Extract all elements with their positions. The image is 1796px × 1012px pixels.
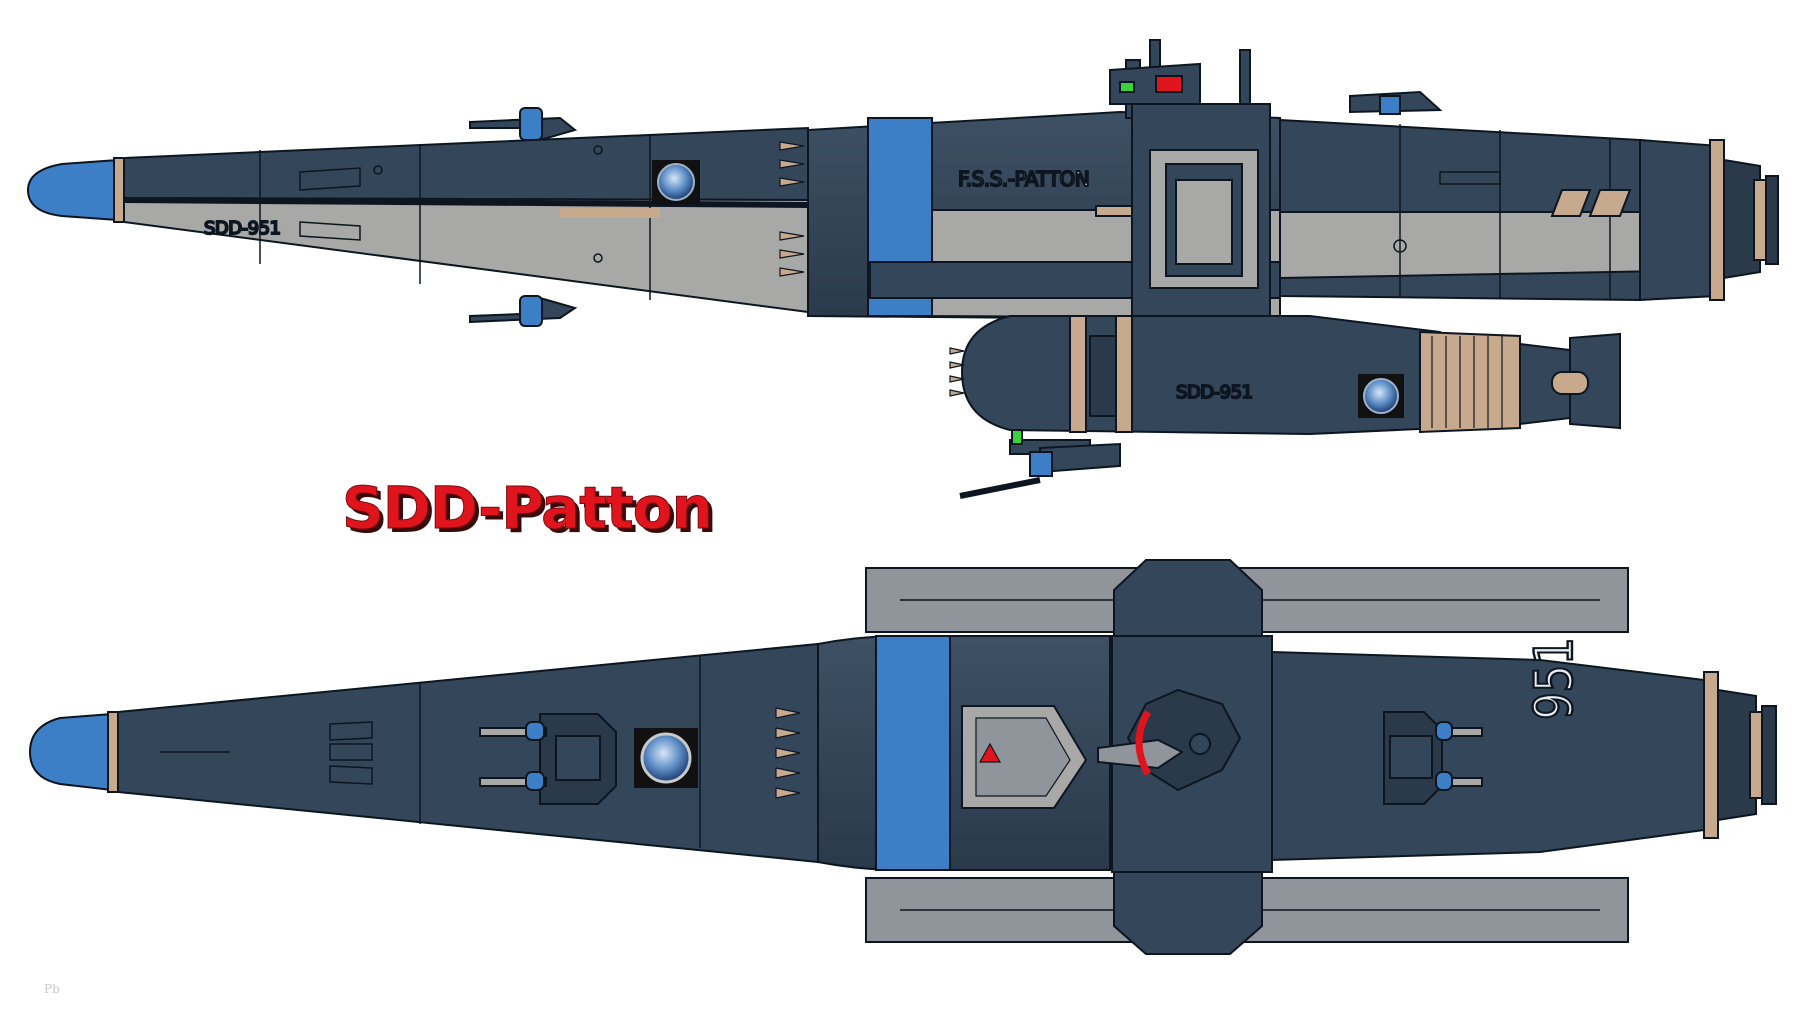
nose-band <box>113 157 125 223</box>
top-nose <box>28 712 113 792</box>
bridge-tower <box>1109 39 1271 347</box>
lower-engine-pod: SDD-951 <box>959 315 1621 499</box>
top-rear-thruster <box>1703 671 1777 839</box>
hull-number: 951 <box>1524 638 1585 720</box>
earth-emblem-icon <box>652 160 700 204</box>
upper-fin <box>469 107 578 142</box>
hull-label-lower: SDD-951 <box>1176 382 1253 403</box>
forward-turret <box>479 713 617 805</box>
forward-deck-marker <box>961 705 1088 809</box>
hull-label-forward: SDD-951 <box>204 218 281 239</box>
rear-thruster <box>1639 138 1779 302</box>
bridge-top <box>1097 688 1242 792</box>
aft-turret <box>1383 711 1483 805</box>
forward-nose <box>26 158 119 222</box>
top-aft-hull <box>1271 650 1705 862</box>
title-shadow: SDD-Patton <box>346 478 716 546</box>
artist-signature: Pb <box>44 982 60 996</box>
lower-fin <box>469 295 578 327</box>
top-blue-band <box>875 635 951 871</box>
vent-comb <box>775 707 801 799</box>
vent-comb <box>779 141 805 277</box>
top-forward-hull <box>117 642 819 864</box>
forward-hull-dark <box>123 126 809 202</box>
side-view-ship: SDD-951 F.S.S.-PATTON <box>26 39 1779 499</box>
earth-emblem-icon <box>1358 374 1404 418</box>
page-title: SDD-Patton <box>342 474 712 542</box>
rear-stripe <box>1550 189 1592 217</box>
hull-label-main: F.S.S.-PATTON <box>958 167 1089 191</box>
earth-emblem-icon <box>634 728 698 788</box>
forward-hull-grey <box>123 196 809 314</box>
top-view-ship: 951 <box>28 559 1777 955</box>
